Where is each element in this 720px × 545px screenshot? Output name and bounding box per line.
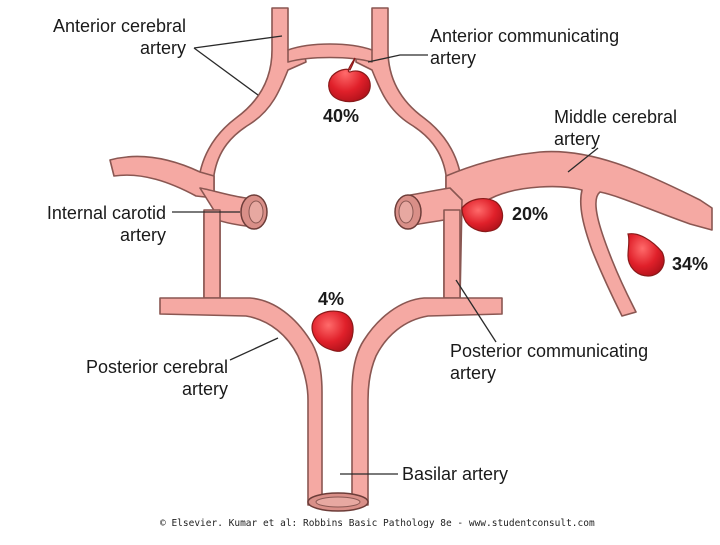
posterior-cerebral-and-basilar [159, 297, 503, 506]
aneurysm-anterior-communicating [328, 57, 371, 103]
pct-anterior-communicating: 40% [323, 106, 359, 126]
left-carotid-lumen-inner [248, 200, 264, 224]
label-anterior-cerebral-line1: Anterior cerebral [53, 16, 186, 36]
leader-anterior-cerebral-left [193, 47, 259, 96]
label-posterior-cerebral-line2: artery [182, 379, 228, 399]
leader-middle-cerebral [567, 147, 599, 173]
right-carotid-lumen-inner [398, 200, 414, 224]
right-posterior-communicating-artery [443, 209, 461, 299]
label-internal-carotid-line1: Internal carotid [47, 203, 166, 223]
left-anterior-cerebral-artery [197, 7, 307, 193]
pct-basilar-tip: 4% [318, 289, 344, 309]
label-middle-cerebral-line1: Middle cerebral [554, 107, 677, 127]
label-posterior-communicating-line1: Posterior communicating [450, 341, 648, 361]
label-basilar: Basilar artery [402, 464, 508, 484]
basilar-lumen-inner [315, 496, 361, 508]
label-posterior-cerebral-line1: Posterior cerebral [86, 357, 228, 377]
leader-anterior-communicating [367, 54, 428, 63]
label-middle-cerebral-line2: artery [554, 129, 600, 149]
copyright-text: © Elsevier. Kumar et al: Robbins Basic P… [160, 518, 595, 529]
aneurysm-middle-cerebral-branch [627, 233, 665, 277]
left-posterior-communicating-artery [203, 209, 221, 299]
anterior-communicating-artery [287, 43, 373, 63]
labels: Anterior cerebral artery Anterior commun… [47, 16, 677, 484]
label-internal-carotid-line2: artery [120, 225, 166, 245]
pct-middle-cerebral-branch: 34% [672, 254, 708, 274]
leader-posterior-communicating [455, 279, 497, 343]
leader-lines [172, 35, 599, 475]
aneurysms [311, 57, 665, 352]
percentages: 40% 20% 34% 4% [318, 106, 708, 309]
label-anterior-cerebral-line2: artery [140, 38, 186, 58]
leader-posterior-cerebral [229, 337, 279, 361]
pct-middle-cerebral-origin: 20% [512, 204, 548, 224]
label-posterior-communicating-line2: artery [450, 363, 496, 383]
left-lateral-branch [109, 155, 215, 199]
middle-cerebral-artery [445, 150, 713, 317]
label-anterior-communicating-line2: artery [430, 48, 476, 68]
internal-carotid-lumens [240, 194, 422, 512]
aneurysm-basilar-tip [311, 310, 354, 352]
leader-anterior-cerebral-right [193, 35, 283, 49]
label-anterior-communicating-line1: Anterior communicating [430, 26, 619, 46]
aneurysm-middle-cerebral-origin [461, 198, 504, 233]
artery-vessels [109, 7, 713, 506]
